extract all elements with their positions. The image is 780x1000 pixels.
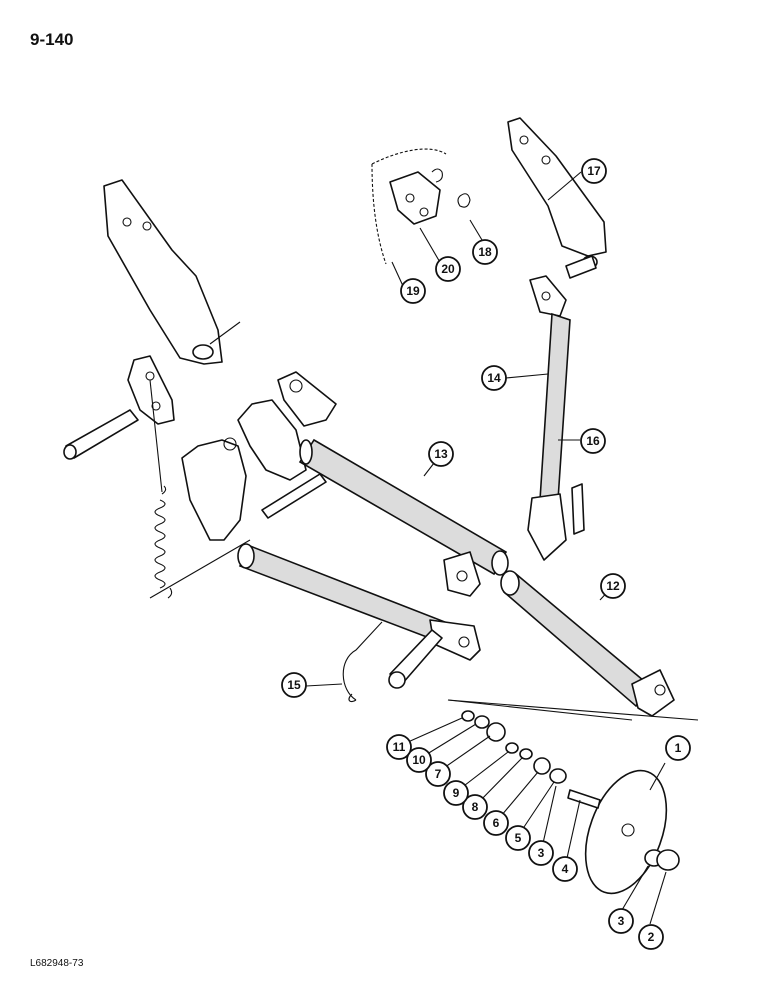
callout-label: 19 (406, 284, 420, 298)
callout-label: 11 (393, 740, 406, 754)
callout-label: 16 (586, 434, 600, 448)
callout-18: 18 (472, 239, 498, 265)
center-frame (149, 371, 337, 599)
callout-label: 17 (587, 164, 601, 178)
callout-label: 3 (618, 914, 625, 928)
left-mounting-plate (103, 179, 241, 365)
callout-label: 9 (453, 786, 460, 800)
callout-9: 9 (443, 780, 469, 806)
callout-label: 2 (648, 930, 655, 944)
page-number: 9-140 (30, 30, 74, 49)
callout-6: 6 (483, 810, 509, 836)
hardware-stack (447, 699, 699, 871)
callout-16: 16 (580, 428, 606, 454)
callout-20: 20 (435, 256, 461, 282)
figure-code: L682948-73 (30, 958, 84, 969)
callout-14: 14 (481, 365, 507, 391)
callout-label: 12 (606, 579, 620, 593)
lower-right-tube (500, 570, 675, 717)
right-mounting-plate (507, 117, 607, 279)
callout-2: 2 (638, 924, 664, 950)
lower-link (237, 543, 481, 703)
disc (584, 769, 668, 895)
callout-10: 10 (406, 747, 432, 773)
callout-1: 1 (665, 735, 691, 761)
chain-assembly (371, 148, 471, 265)
callout-17: 17 (581, 158, 607, 184)
callout-15: 15 (281, 672, 307, 698)
callout-7: 7 (425, 761, 451, 787)
callout-label: 18 (478, 245, 492, 259)
callout-label: 20 (441, 262, 455, 276)
spring (149, 379, 173, 599)
upper-tube (298, 438, 509, 597)
callout-label: 13 (434, 447, 448, 461)
callout-label: 10 (412, 753, 426, 767)
callout-19: 19 (400, 278, 426, 304)
callout-label: 6 (493, 816, 500, 830)
callout-12: 12 (600, 573, 626, 599)
callout-label: 4 (562, 862, 569, 876)
callout-label: 15 (287, 678, 301, 692)
callout-label: 14 (487, 371, 501, 385)
callout-label: 5 (515, 831, 522, 845)
callout-label: 7 (435, 767, 442, 781)
callout-3: 3 (608, 908, 634, 934)
left-bracket (63, 355, 175, 460)
callout-8: 8 (462, 794, 488, 820)
callout-3: 3 (528, 840, 554, 866)
callout-label: 1 (675, 741, 682, 755)
callout-label: 8 (472, 800, 479, 814)
callout-5: 5 (505, 825, 531, 851)
callout-4: 4 (552, 856, 578, 882)
callout-11: 11 (386, 734, 412, 760)
callout-13: 13 (428, 441, 454, 467)
callout-label: 3 (538, 846, 545, 860)
upright-tube (527, 275, 585, 561)
